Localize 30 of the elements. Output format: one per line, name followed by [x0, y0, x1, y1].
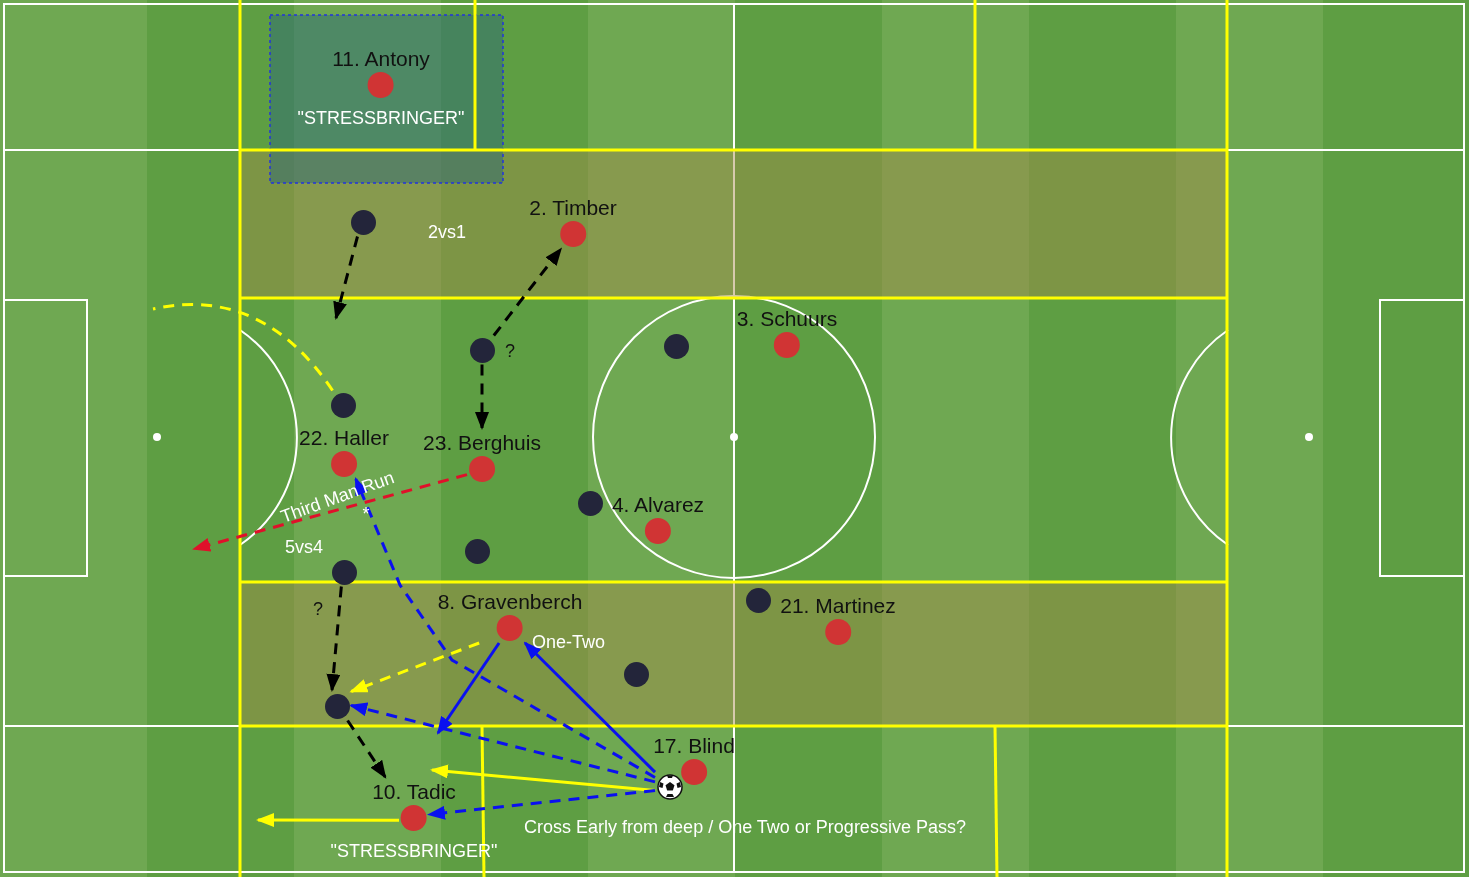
arrow: [436, 642, 501, 735]
dashed-line: [152, 303, 334, 392]
player-name: 10. Tadic: [372, 779, 456, 805]
player-name: 11. Antony: [332, 46, 430, 72]
player-name: 4. Alvarez: [611, 492, 705, 518]
dashed-arrow: [333, 236, 359, 320]
arrow: [523, 641, 657, 774]
note-text: 5vs4: [285, 536, 323, 558]
dashed-arrow: [346, 719, 387, 779]
dashed-arrow: [192, 473, 468, 552]
dashed-arrow: [354, 477, 656, 779]
dashed-arrow: [475, 364, 489, 430]
note-text: ?: [313, 598, 323, 620]
note-text: 2vs1: [428, 221, 466, 243]
dashed-arrow: [349, 702, 656, 784]
role-caption: "STRESSBRINGER": [297, 107, 465, 130]
player-name: 8. Gravenberch: [437, 589, 583, 615]
player-name: 2. Timber: [529, 195, 617, 221]
ball-icon: [657, 774, 683, 800]
arrow: [256, 813, 399, 827]
note-text: *: [362, 503, 370, 525]
player-name: 21. Martinez: [780, 593, 896, 619]
player-name: 22. Haller: [299, 425, 389, 451]
dashed-arrow: [427, 789, 656, 820]
note-text: ?: [505, 340, 515, 362]
dashed-arrow: [326, 586, 343, 692]
player-name: 23. Berghuis: [423, 430, 541, 456]
edge-label: One-Two: [532, 632, 606, 653]
dashed-arrow: [492, 247, 563, 337]
dashed-arrow: [349, 641, 480, 693]
